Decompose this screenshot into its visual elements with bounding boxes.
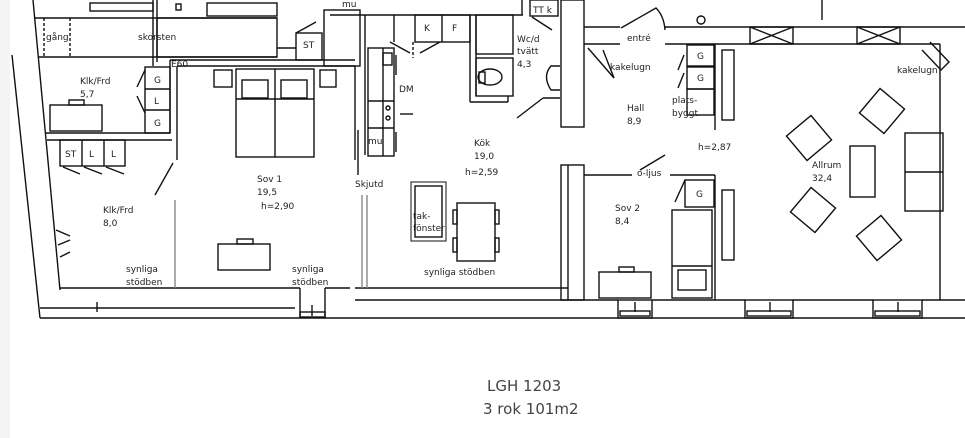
label-l-3: L — [111, 150, 116, 160]
label-gang: gång — [46, 32, 69, 43]
room-kok-height: h=2,59 — [465, 168, 499, 178]
label-tak-2: fönster — [413, 224, 445, 234]
label-stodben-2: stödben — [292, 278, 328, 288]
room-klk-frd-2-area: 8,0 — [103, 219, 118, 229]
label-dm: DM — [399, 85, 414, 95]
room-klk-frd-1-area: 5,7 — [80, 90, 94, 100]
label-g-sov2: G — [696, 190, 703, 200]
label-ttk: TT k — [532, 6, 553, 16]
room-wc-name-1: Wc/d — [517, 35, 540, 45]
apartment-summary: 3 rok 101m2 — [483, 400, 579, 418]
label-synliga-1: synliga — [126, 265, 158, 275]
room-sov2-name: Sov 2 — [615, 204, 640, 214]
label-mu-kitchen: mu — [368, 137, 382, 147]
label-e60: E60 — [171, 60, 188, 70]
label-f: F — [452, 24, 457, 34]
label-g-hall-2: G — [697, 74, 704, 84]
room-wc-name-2: tvätt — [517, 47, 539, 57]
room-sov1-area: 19,5 — [257, 188, 277, 198]
room-kok-name: Kök — [474, 139, 491, 149]
label-g-1: G — [154, 76, 161, 86]
label-kakelugn-hall: kakelugn — [610, 63, 651, 73]
label-o-ljus: o-ljus — [637, 169, 662, 179]
apartment-id: LGH 1203 — [487, 377, 561, 395]
label-k: K — [424, 24, 431, 34]
room-sov1-height: h=2,90 — [261, 202, 295, 212]
room-kok-area: 19,0 — [474, 152, 494, 162]
room-allrum-area: 32,4 — [812, 174, 832, 184]
label-entre: entré — [627, 33, 651, 44]
label-plats-1: plats- — [672, 96, 697, 106]
label-synliga-2: synliga — [292, 265, 324, 275]
walls — [11, 0, 965, 319]
room-hall-height: h=2,87 — [698, 143, 731, 153]
label-st-top: ST — [303, 41, 315, 51]
margin-strip — [0, 0, 10, 438]
room-klk-frd-2-name: Klk/Frd — [103, 206, 133, 216]
label-stodben-1: stödben — [126, 278, 162, 288]
label-l-2: L — [89, 150, 94, 160]
label-g-2: G — [154, 119, 161, 129]
label-synliga-stodben: synliga stödben — [424, 268, 495, 278]
room-allrum-name: Allrum — [812, 161, 841, 171]
label-g-hall-1: G — [697, 52, 704, 62]
label-tak-1: tak- — [413, 212, 431, 222]
label-skorsten: skorsten — [138, 33, 176, 43]
label-skjutd: Skjutd — [355, 180, 383, 190]
label-kakelugn-allrum: kakelugn — [897, 66, 938, 76]
room-sov2-area: 8,4 — [615, 217, 630, 227]
room-hall-area: 8,9 — [627, 117, 642, 127]
room-sov1-name: Sov 1 — [257, 175, 282, 185]
label-mu-top: mu — [342, 0, 356, 10]
label-st-closet: ST — [65, 150, 77, 160]
room-wc-area: 4,3 — [517, 60, 531, 70]
room-klk-frd-1-name: Klk/Frd — [80, 77, 110, 87]
room-hall-name: Hall — [627, 104, 644, 114]
label-plats-2: byggt — [672, 109, 698, 119]
label-l-1: L — [154, 97, 159, 107]
